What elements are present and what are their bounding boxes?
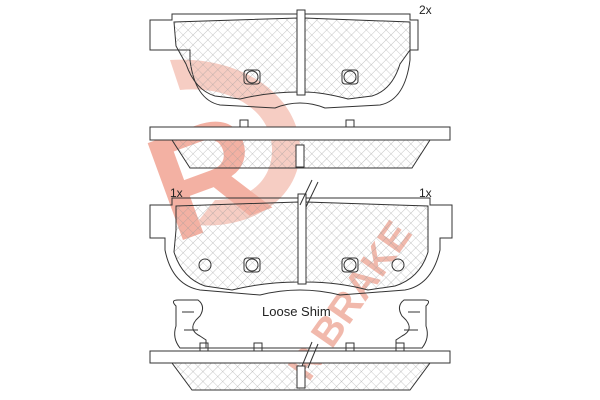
bottom-pad-friction-right	[305, 201, 429, 291]
top-pad-hole-left	[245, 70, 259, 84]
top-pad-center-slot	[296, 9, 306, 96]
wear-indicator	[299, 179, 319, 208]
top-pad-side-view	[149, 119, 451, 169]
bottom-pad-friction-left	[173, 201, 299, 291]
quantity-label-top: 2x	[419, 3, 432, 17]
bottom-pad-front-view	[149, 179, 453, 296]
loose-shim-label: Loose Shim	[262, 304, 331, 319]
top-pad-friction-right	[303, 17, 411, 100]
top-side-clip	[295, 144, 305, 168]
top-pad-hole-right	[343, 70, 357, 84]
top-pad-backplate	[149, 13, 419, 109]
loose-shim	[172, 299, 430, 349]
bottom-pad-hole-right	[343, 258, 357, 272]
bottom-side-backplate	[149, 350, 451, 364]
top-side-backplate	[149, 126, 451, 141]
quantity-label-left: 1x	[170, 186, 183, 200]
bottom-pad-backplate	[149, 197, 453, 296]
bottom-side-clip	[296, 365, 306, 389]
bottom-pad-side-view	[149, 341, 451, 391]
shim-right-clip	[395, 299, 430, 349]
bottom-pad-center-slot	[297, 193, 307, 285]
top-pad-front-view	[149, 9, 419, 109]
bottom-pad-hole-left	[245, 258, 259, 272]
top-pad-friction-left	[173, 17, 299, 100]
watermark-swoosh	[170, 59, 300, 226]
quantity-label-right: 1x	[419, 186, 432, 200]
shim-left-clip	[172, 299, 207, 349]
